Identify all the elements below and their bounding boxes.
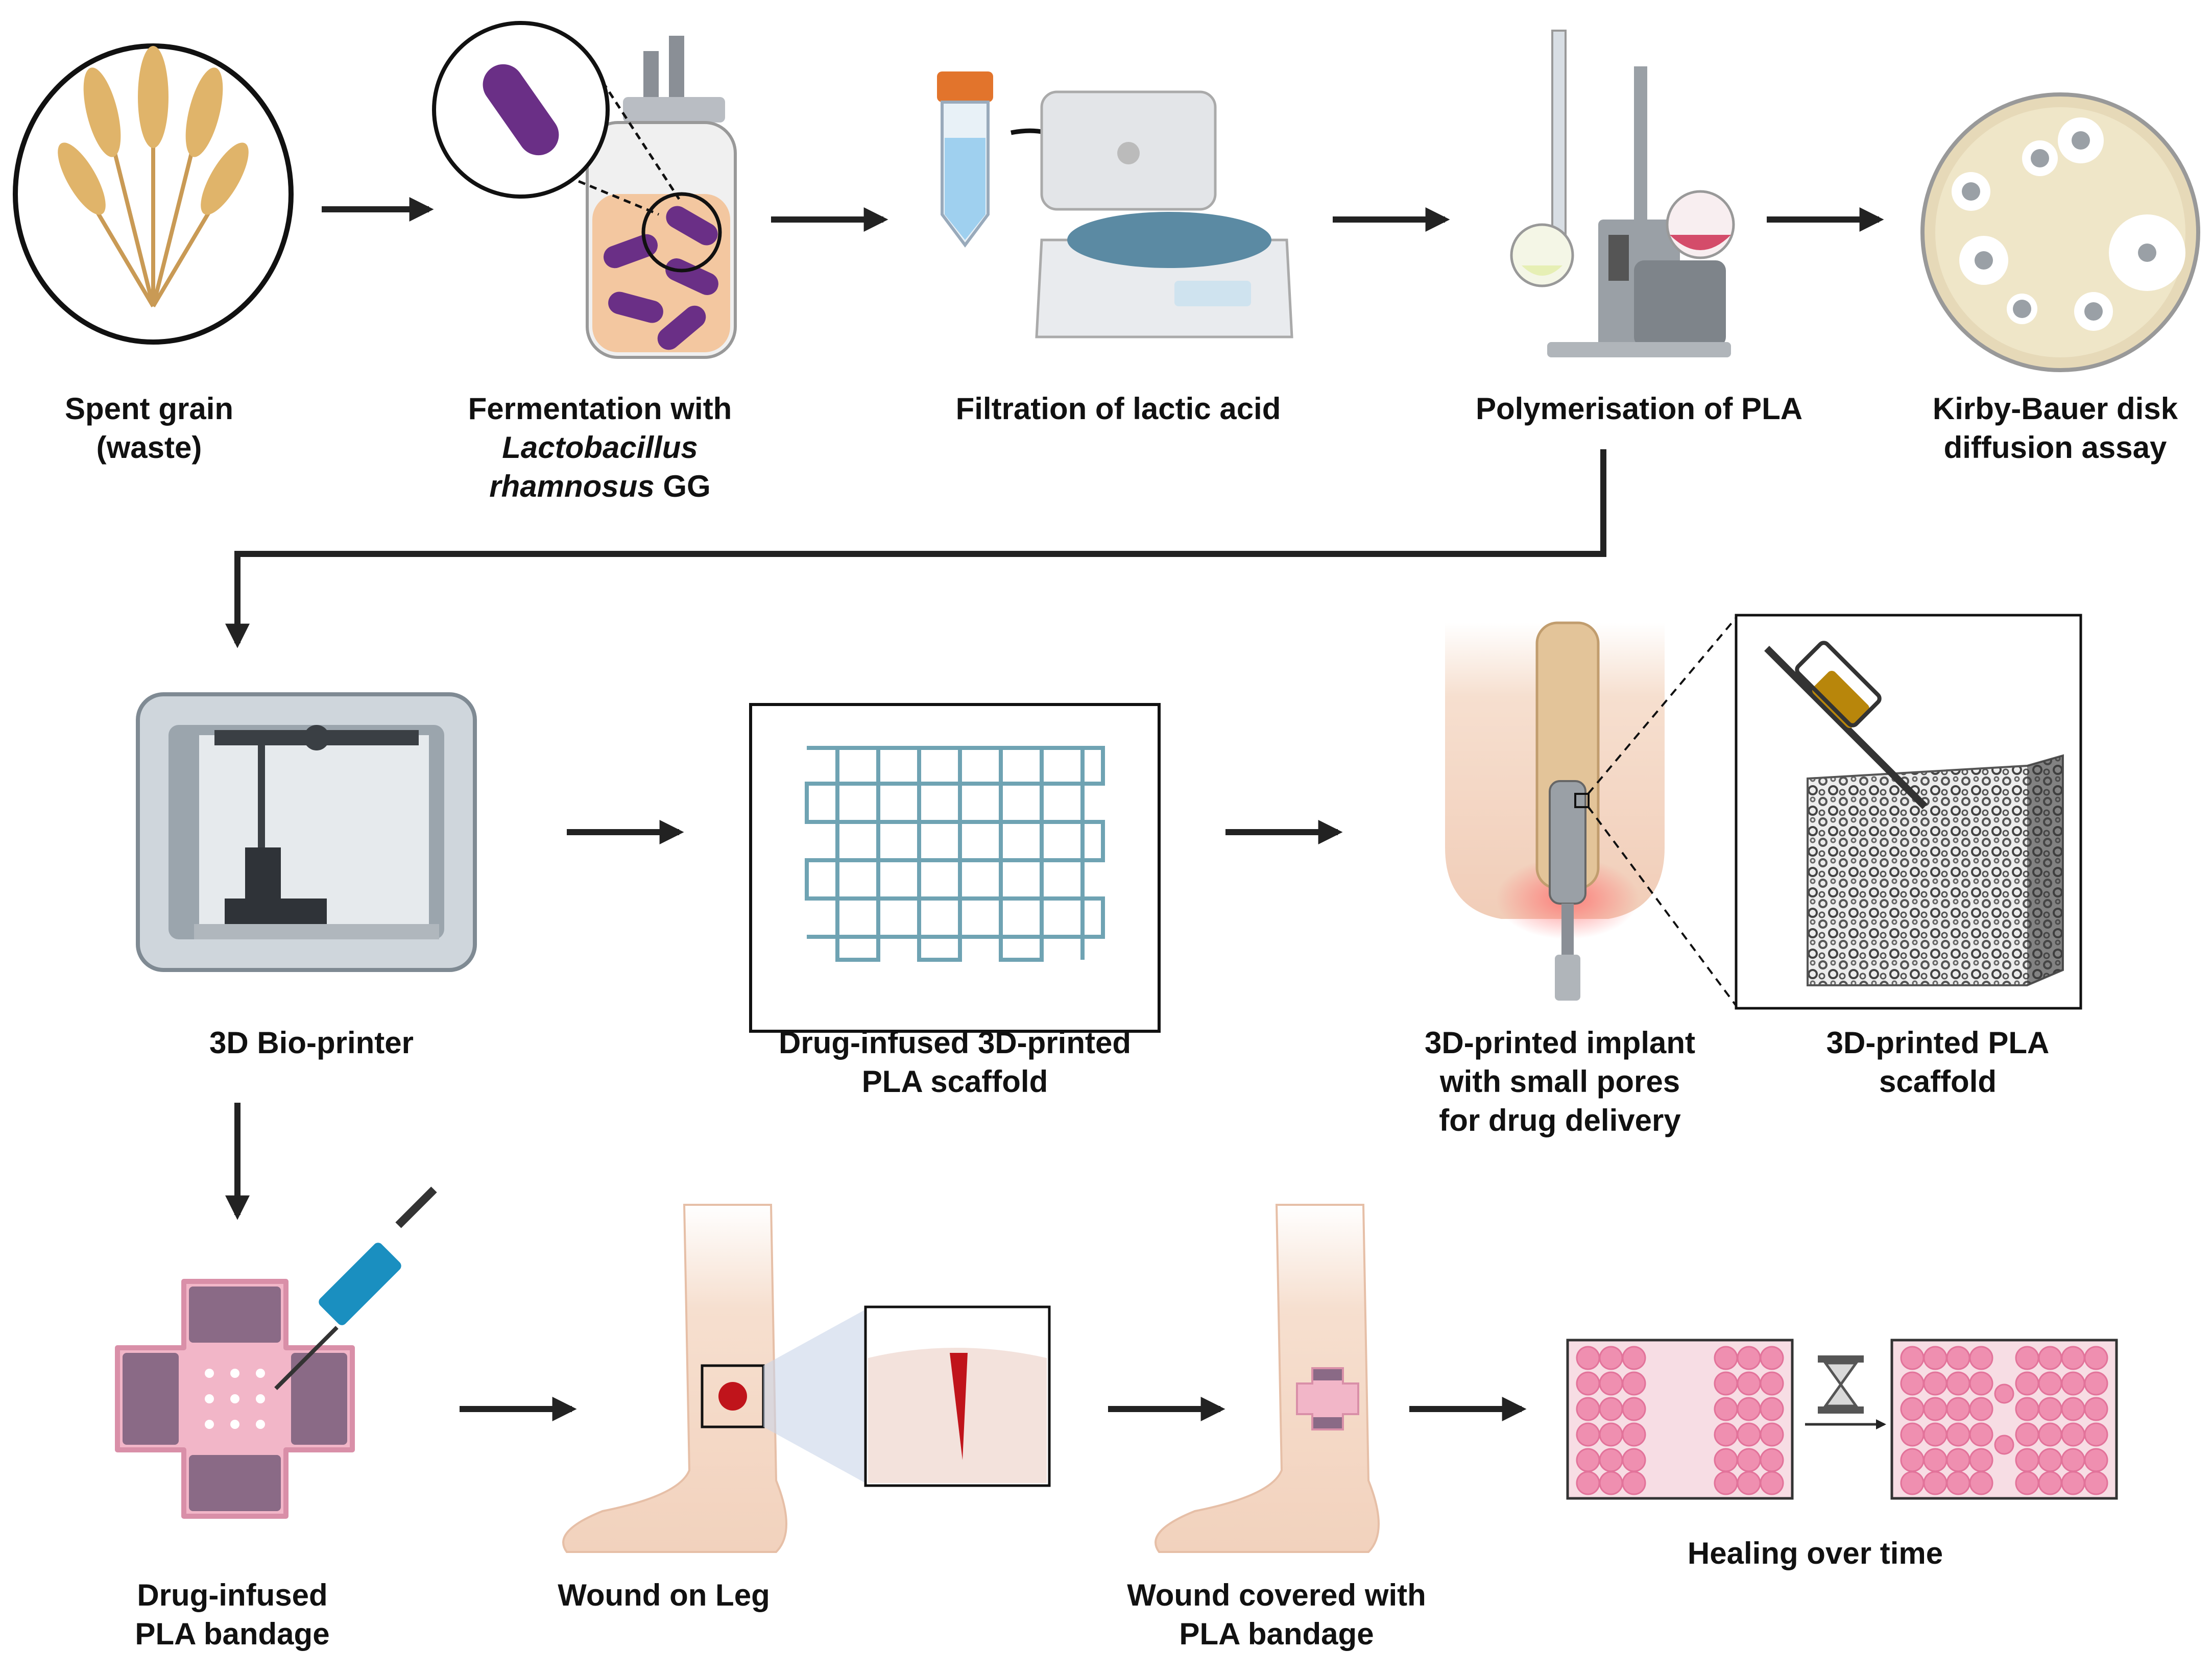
label-filtration: Filtration of lactic acid <box>955 392 1281 426</box>
label-spent-grain: Spent grain (waste) <box>64 392 234 465</box>
bandage-icon <box>115 1186 437 1519</box>
healing-panels-icon <box>1566 1339 2118 1500</box>
label-scaffold-grid: Drug-infused 3D-printed PLA scaffold <box>779 1026 1131 1099</box>
scaffold-grid-icon <box>749 703 1161 1033</box>
label-healing: Healing over time <box>1687 1536 1943 1570</box>
rotary-evaporator-icon <box>1510 30 1735 357</box>
label-pla-scaffold: 3D-printed PLA scaffold <box>1826 1026 2050 1099</box>
porous-scaffold-icon <box>1735 614 2082 1010</box>
centrifuge-icon <box>937 71 1293 338</box>
zoom-lines <box>1587 617 1737 1007</box>
label-bandage: Drug-infused PLA bandage <box>135 1578 330 1651</box>
row2-arrows <box>225 820 1343 1220</box>
row1-arrows <box>225 197 1884 648</box>
spent-grain-icon <box>13 43 294 345</box>
wound-leg-icon <box>562 1204 1051 1553</box>
bioprinter-icon <box>136 692 477 972</box>
label-covered: Wound covered with PLA bandage <box>1127 1578 1426 1651</box>
label-fermentation: Fermentation with Lactobacillus rhamnosu… <box>468 392 732 503</box>
label-polymerisation: Polymerisation of PLA <box>1475 392 1803 426</box>
implant-icon <box>1445 621 1665 1001</box>
label-bioprinter: 3D Bio-printer <box>209 1026 414 1060</box>
fermentation-jar-icon <box>432 21 737 359</box>
covered-leg-icon <box>1155 1204 1380 1553</box>
hourglass-icon <box>1818 1355 1864 1414</box>
label-kirby-bauer: Kirby-Bauer disk diffusion assay <box>1932 392 2178 465</box>
petri-dish-icon <box>1920 92 2200 372</box>
label-implant: 3D-printed implant with small pores for … <box>1424 1026 1696 1137</box>
label-wound: Wound on Leg <box>558 1578 770 1612</box>
